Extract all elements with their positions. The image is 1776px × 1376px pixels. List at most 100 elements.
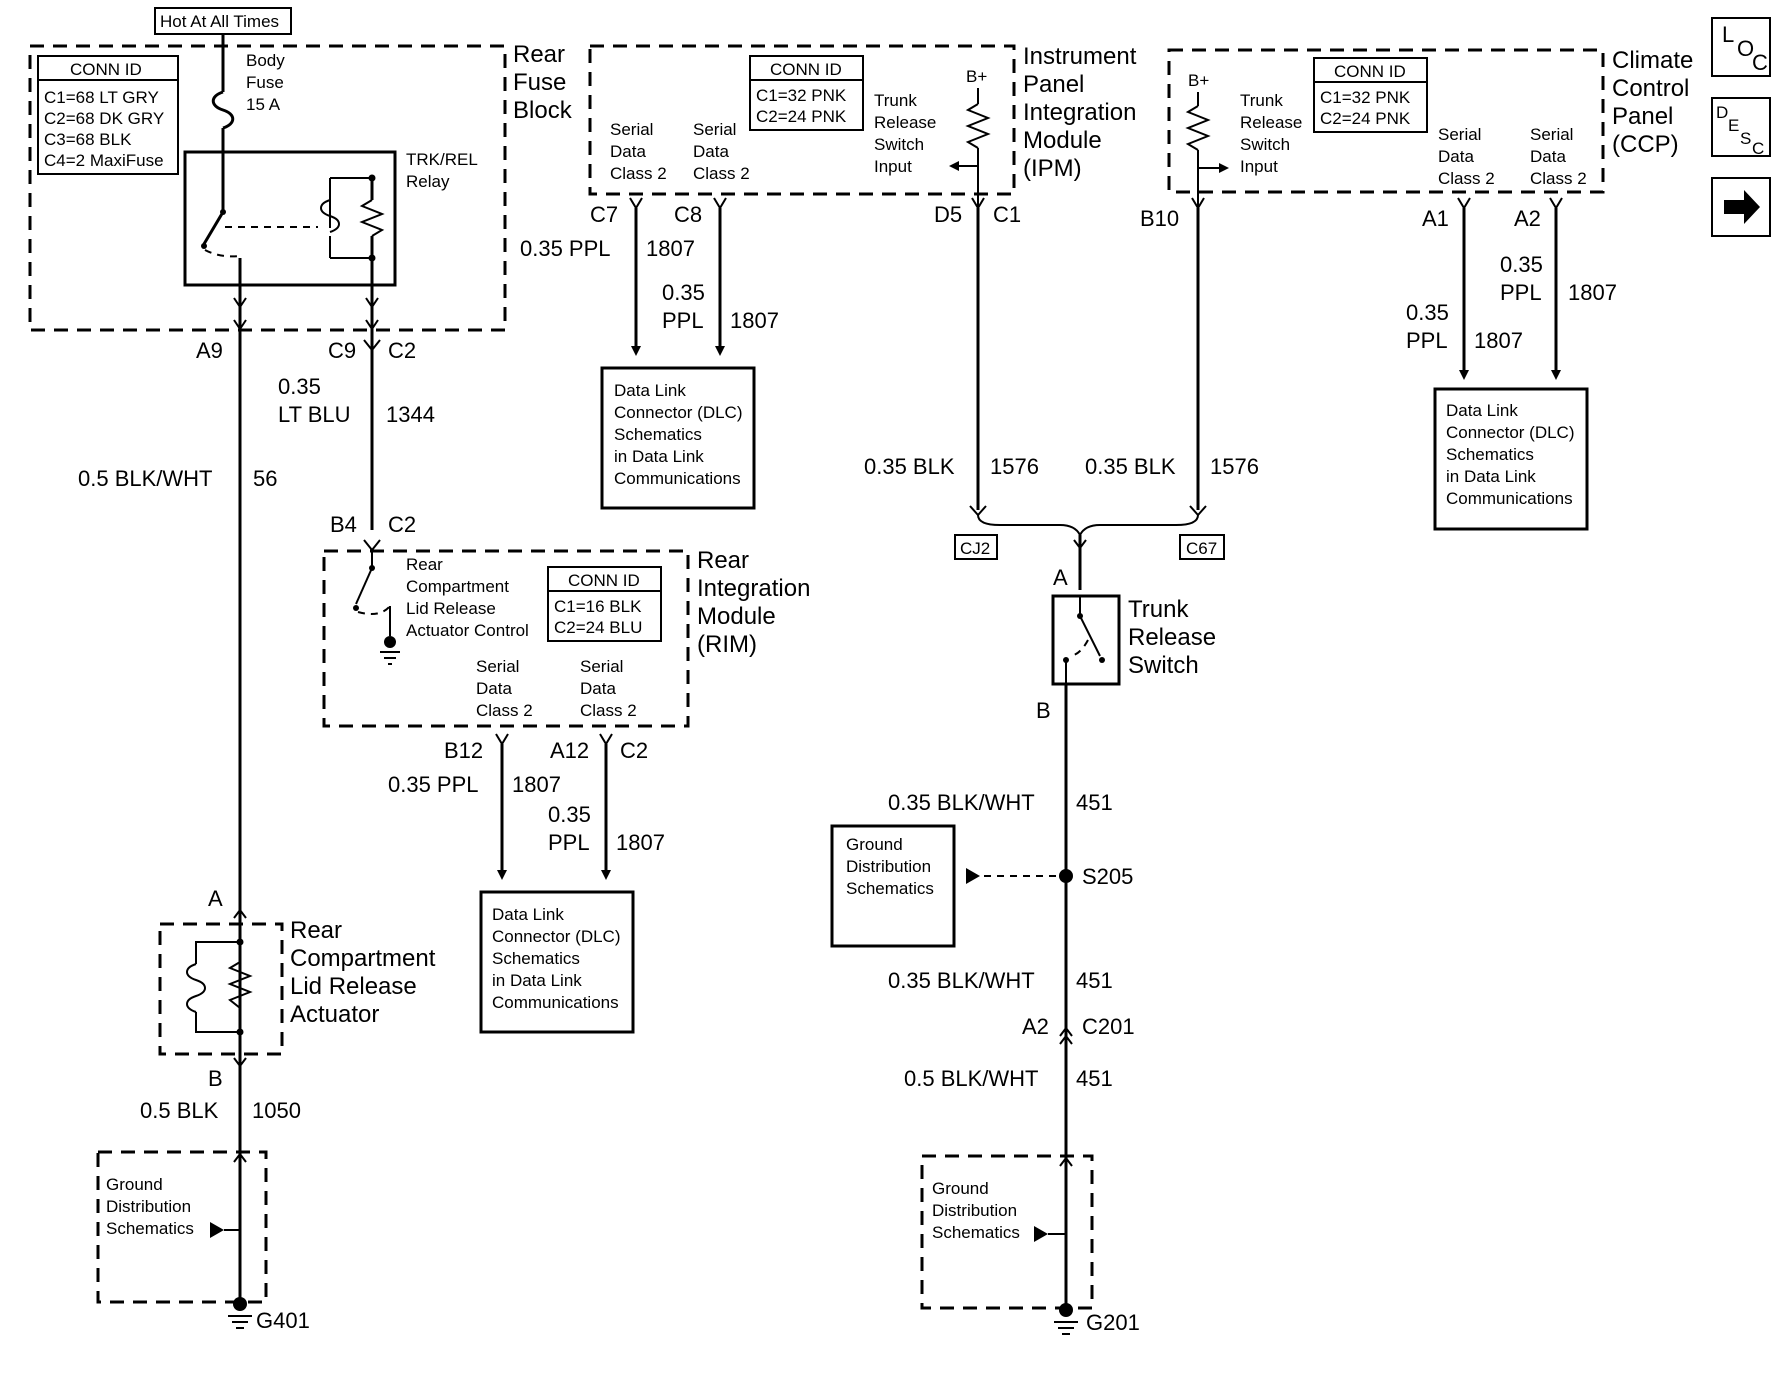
wire-a1-num: 1807: [1474, 328, 1523, 353]
ccp-title-3: Panel: [1612, 103, 1673, 130]
wire-451b-size: 0.35 BLK/WHT: [888, 968, 1035, 993]
wire-a12-size-1: 0.35: [548, 802, 591, 827]
dlc-rim-4: in Data Link: [492, 971, 582, 990]
actuator-label-3: Lid Release: [290, 973, 417, 1000]
ccp-serial-r-1: Serial: [1530, 125, 1573, 144]
ccp-conn-header: CONN ID: [1334, 62, 1406, 81]
wire-b12-num: 1807: [512, 772, 561, 797]
wire-1344-size-2: LT BLU: [278, 402, 351, 427]
rim-act-ctrl-4: Actuator Control: [406, 621, 529, 640]
wire-b10-size: 0.35 BLK: [1085, 454, 1176, 479]
wire-a2-num: 1807: [1568, 280, 1617, 305]
rim-conn-c2: C2=24 BLU: [554, 618, 642, 637]
rim-boundary: [322, 549, 690, 728]
ipm-title-5: (IPM): [1023, 155, 1082, 182]
pin-act-b: B: [208, 1066, 223, 1091]
dlc-box-ipm: Data Link Connector (DLC) Schematics in …: [600, 366, 756, 510]
loc-button[interactable]: L O C: [1711, 17, 1771, 77]
wire-1344-size-1: 0.35: [278, 374, 321, 399]
desc-s: S: [1740, 129, 1751, 148]
next-button[interactable]: [1711, 177, 1771, 237]
ipm-trunk-input-4: Input: [874, 157, 912, 176]
ccp-conn-c1: C1=32 PNK: [1320, 88, 1411, 107]
wire-c7-num: 1807: [646, 236, 695, 261]
ccp-wires: [1189, 197, 1563, 517]
ccp-trunk-input-3: Switch: [1240, 135, 1290, 154]
rim-act-ctrl-1: Rear: [406, 555, 443, 574]
ccp-trunk-input-1: Trunk: [1240, 91, 1283, 110]
gd-g201-1: Ground: [932, 1179, 989, 1198]
actuator-label-4: Actuator: [290, 1001, 379, 1028]
body-fuse-icon: [211, 52, 235, 212]
wire-1050-num: 1050: [252, 1098, 301, 1123]
rim-serial-l-3: Class 2: [476, 701, 533, 720]
ipm-serial-r-2: Data: [693, 142, 729, 161]
pin-c1-ipm: C1: [993, 202, 1021, 227]
ipm-title-4: Module: [1023, 127, 1102, 154]
rim-title-3: Module: [697, 603, 776, 630]
ipm-title-2: Panel: [1023, 71, 1084, 98]
dlc-ccp-5: Communications: [1446, 489, 1573, 508]
wire-c8-size-2: PPL: [662, 308, 704, 333]
relay-label-2: Relay: [406, 172, 450, 191]
next-arrow-icon: [1724, 190, 1760, 224]
ground-dist-box-s205: Ground Distribution Schematics: [830, 824, 1058, 948]
gd-g401-2: Distribution: [106, 1197, 191, 1216]
pin-b4: B4: [330, 512, 357, 537]
rim-wires: [495, 733, 613, 880]
dlc-ipm-3: Schematics: [614, 425, 702, 444]
trk-rel-relay: [183, 150, 397, 287]
ccp-serial-r-2: Data: [1530, 147, 1566, 166]
gd-s205-3: Schematics: [846, 879, 934, 898]
ipm-bplus: B+: [966, 67, 987, 86]
pin-b12: B12: [444, 738, 483, 763]
desc-c: C: [1752, 139, 1764, 158]
rim-module: Rear Integration Module (RIM) Rear Compa…: [322, 539, 810, 728]
ipm-serial-l-2: Data: [610, 142, 646, 161]
gd-s205-2: Distribution: [846, 857, 931, 876]
wire-a2-size-1: 0.35: [1500, 252, 1543, 277]
wire-b10-num: 1576: [1210, 454, 1259, 479]
desc-d: D: [1716, 103, 1728, 122]
ipm-conn-c1: C1=32 PNK: [756, 86, 847, 105]
trunk-release-switch: [1051, 594, 1121, 700]
ccp-serial-l-1: Serial: [1438, 125, 1481, 144]
pin-c2-rim-b: C2: [620, 738, 648, 763]
rim-title-1: Rear: [697, 547, 749, 574]
ipm-boundary: [588, 44, 1016, 196]
pin-a2-c201: A2: [1022, 1014, 1049, 1039]
actuator-label-2: Compartment: [290, 945, 436, 972]
wire-c8-num: 1807: [730, 308, 779, 333]
dlc-box-ccp: Data Link Connector (DLC) Schematics in …: [1433, 387, 1589, 531]
ground-g201: G201: [1086, 1310, 1140, 1335]
wire-a12-num: 1807: [616, 830, 665, 855]
rear-fuse-block-title-2: Fuse: [513, 69, 566, 96]
conn-c4: C4=2 MaxiFuse: [44, 151, 164, 170]
ccp-conn-c2: C2=24 PNK: [1320, 109, 1411, 128]
pin-a2: A2: [1514, 206, 1541, 231]
wire-d5-size: 0.35 BLK: [864, 454, 955, 479]
pin-a9: A9: [196, 338, 223, 363]
connector-pins-rfb: [233, 285, 381, 1310]
pin-d5: D5: [934, 202, 962, 227]
wire-56-num: 56: [253, 466, 277, 491]
ground-dist-box-g201: Ground Distribution Schematics: [920, 1154, 1094, 1335]
desc-button[interactable]: D E S C: [1711, 97, 1771, 158]
rim-serial-l-2: Data: [476, 679, 512, 698]
wire-a12-size-2: PPL: [548, 830, 590, 855]
ipm-module: Instrument Panel Integration Module (IPM…: [588, 43, 1137, 210]
rear-fuse-block-title-1: Rear: [513, 41, 565, 68]
pin-c201: C201: [1082, 1014, 1135, 1039]
ccp-serial-l-3: Class 2: [1438, 169, 1495, 188]
ipm-serial-l-1: Serial: [610, 120, 653, 139]
rim-conn-c1: C1=16 BLK: [554, 597, 642, 616]
ipm-serial-l-3: Class 2: [610, 164, 667, 183]
pin-b10: B10: [1140, 206, 1179, 231]
wire-56-size: 0.5 BLK/WHT: [78, 466, 212, 491]
rear-compartment-lid-release-actuator: [158, 908, 284, 1068]
loc-l: L: [1722, 22, 1734, 47]
rim-act-ctrl-2: Compartment: [406, 577, 509, 596]
ipm-serial-r-1: Serial: [693, 120, 736, 139]
dlc-ccp-2: Connector (DLC): [1446, 423, 1575, 442]
pin-sw-b: B: [1036, 698, 1051, 723]
